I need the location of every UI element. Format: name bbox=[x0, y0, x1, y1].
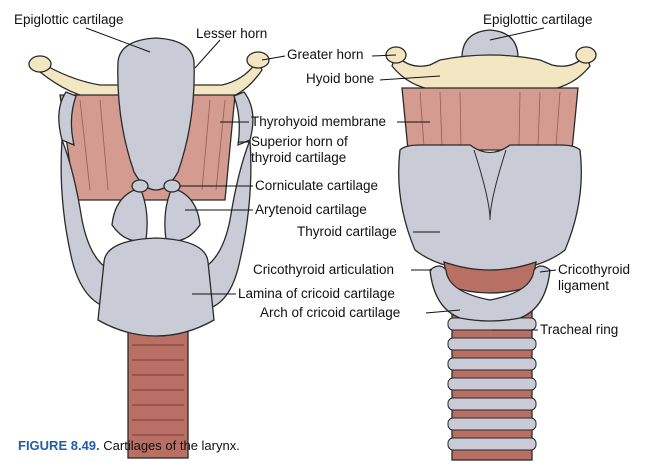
leader-lines bbox=[85, 27, 557, 331]
anterior-epiglottis bbox=[461, 29, 519, 59]
label-lesser-horn: Lesser horn bbox=[196, 26, 268, 41]
figure-caption-text: Cartilages of the larynx. bbox=[103, 438, 240, 453]
anterior-view bbox=[385, 29, 597, 461]
label-thyroid-cartilage: Thyroid cartilage bbox=[297, 224, 397, 239]
label-hyoid-bone: Hyoid bone bbox=[306, 71, 375, 86]
posterior-corniculate-left bbox=[131, 179, 149, 193]
label-thyrohyoid-membrane: Thyrohyoid membrane bbox=[251, 114, 387, 129]
label-tracheal-ring: Tracheal ring bbox=[540, 322, 619, 337]
label-corniculate-cartilage: Corniculate cartilage bbox=[255, 178, 379, 193]
label-superior-horn-line1: Superior horn of bbox=[251, 134, 348, 149]
posterior-greater-horn-tip-left bbox=[28, 55, 52, 73]
label-cricothyroid-articulation: Cricothyroid articulation bbox=[253, 262, 395, 277]
label-cricothyroid-ligament-line2: ligament bbox=[558, 278, 610, 293]
anterior-cricoid-arch bbox=[429, 265, 551, 322]
label-lamina-of-cricoid: Lamina of cricoid cartilage bbox=[238, 286, 395, 301]
posterior-arytenoid-left bbox=[111, 187, 148, 242]
label-greater-horn: Greater horn bbox=[287, 47, 364, 62]
posterior-superior-horn-right bbox=[233, 91, 254, 147]
figure-caption: FIGURE 8.49. Cartilages of the larynx. bbox=[18, 438, 240, 453]
label-cricothyroid-ligament-line1: Cricothyroid bbox=[558, 262, 631, 277]
anterior-thyroid-cartilage bbox=[398, 144, 582, 273]
posterior-arytenoid-right bbox=[164, 187, 201, 242]
label-superior-horn-line2: thyroid cartilage bbox=[251, 150, 347, 165]
posterior-cricoid-lamina bbox=[97, 237, 215, 337]
label-epiglottic-cartilage-left: Epiglottic cartilage bbox=[14, 12, 124, 27]
posterior-greater-horn-tip-right bbox=[246, 51, 270, 69]
label-epiglottic-cartilage-right: Epiglottic cartilage bbox=[483, 12, 593, 27]
posterior-trachea bbox=[127, 317, 189, 459]
label-arytenoid-cartilage: Arytenoid cartilage bbox=[255, 202, 367, 217]
figure-number: FIGURE 8.49. bbox=[18, 438, 100, 453]
posterior-superior-horn-left bbox=[58, 91, 77, 147]
posterior-epiglottis bbox=[117, 37, 195, 191]
posterior-hyoid bbox=[39, 58, 263, 101]
posterior-view bbox=[28, 37, 270, 459]
anterior-trachea bbox=[447, 309, 537, 461]
label-arch-of-cricoid: Arch of cricoid cartilage bbox=[260, 305, 401, 320]
posterior-corniculate-right bbox=[163, 179, 181, 193]
anterior-thyrohyoid-membrane bbox=[401, 87, 579, 151]
anterior-greater-horn-tip-right bbox=[575, 46, 597, 64]
